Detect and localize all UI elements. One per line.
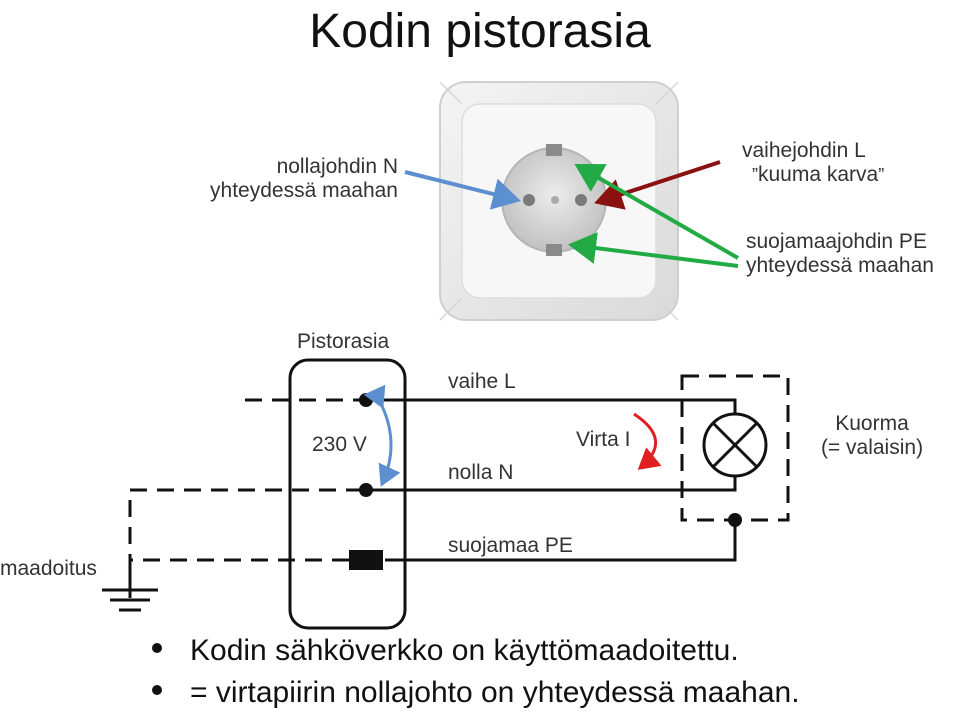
load-label-line1: Kuorma	[835, 412, 909, 435]
phase-conductor-label: vaihejohdin L ”kuuma karva”	[742, 139, 884, 187]
phase-label-line2: ”kuuma karva”	[752, 163, 885, 187]
phase-wire-to-lamp	[686, 398, 737, 413]
current-arrow	[633, 412, 662, 470]
socket-label: Pistorasia	[297, 330, 390, 353]
bullet-dot	[152, 643, 162, 654]
bullet-text: = virtapiirin nollajohto on yhteydessä m…	[190, 676, 800, 709]
phase-label: vaihe L	[448, 370, 516, 393]
page-title: Kodin pistorasia	[309, 5, 651, 58]
neutral-label: nolla N	[448, 461, 514, 484]
pe-wire	[385, 520, 737, 562]
phase-terminal	[359, 393, 373, 407]
neutral-wire-dashed	[128, 488, 366, 598]
bullet-dot	[152, 685, 162, 696]
neutral-conductor-label: nollajohdin N yhteydessä maahan	[210, 155, 398, 203]
pe-terminal-socket	[349, 550, 383, 570]
bullet-item: = virtapiirin nollajohto on yhteydessä m…	[152, 676, 800, 710]
neutral-wire-to-lamp	[686, 477, 737, 492]
earth-pointer-arrow-bottom	[568, 232, 739, 268]
lamp-symbol	[702, 412, 768, 478]
earth-conductor-label: suojamaajohdin PE yhteydessä maahan	[746, 230, 934, 278]
ground-symbol	[102, 560, 158, 612]
bullet-item: Kodin sähköverkko on käyttömaadoitettu.	[152, 634, 739, 668]
grounding-label: maadoitus	[0, 557, 97, 580]
earth-label-line2: yhteydessä maahan	[746, 254, 934, 278]
bullet-text: Kodin sähköverkko on käyttömaadoitettu.	[190, 634, 739, 667]
neutral-label-line1: nollajohdin N	[276, 155, 398, 178]
phase-label-line1: vaihejohdin L	[742, 139, 866, 162]
load-label: Kuorma (= valaisin)	[812, 412, 932, 460]
current-label: Virta I	[576, 428, 631, 451]
voltage-label: 230 V	[312, 433, 367, 456]
socket-box	[288, 358, 407, 630]
protective-earth-label: suojamaa PE	[448, 534, 573, 557]
earth-pointer-arrow-top	[574, 164, 739, 260]
neutral-terminal	[359, 483, 373, 497]
phase-pointer-arrow	[594, 160, 721, 210]
neutral-pointer-arrow	[404, 170, 521, 210]
load-label-line2: (= valaisin)	[820, 436, 924, 460]
earth-label-line1: suojamaajohdin PE	[746, 230, 927, 253]
voltage-arrow	[363, 384, 401, 487]
neutral-label-line2: yhteydessä maahan	[210, 179, 398, 203]
